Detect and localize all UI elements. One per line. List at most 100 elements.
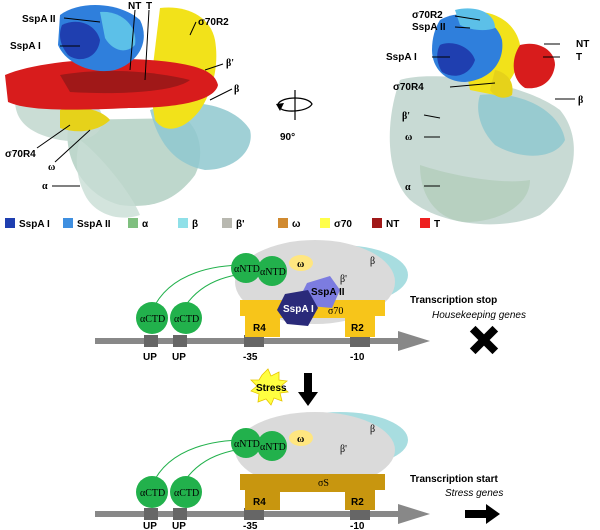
label-t-left: T <box>146 1 152 12</box>
sspa1-top <box>277 290 318 326</box>
legend: SspA I SspA II α β β' ω σ70 NT T <box>5 218 440 230</box>
omega-label-bottom: ω <box>297 434 304 445</box>
stress-burst-icon <box>250 368 289 406</box>
m35-label-top: -35 <box>243 352 258 363</box>
alpha-ntd-2-label-bottom: αNTD <box>260 442 286 453</box>
schematic-bottom-labels: αCTD αCTD αNTD αNTD ω β β' σS R4 R2 UP U… <box>140 424 503 530</box>
label-alpha-right: α <box>405 182 411 193</box>
density-dna-dark-left <box>60 70 190 94</box>
up-box-2-bottom <box>173 508 187 520</box>
density-sspa2-left <box>100 11 136 51</box>
r4-label-bottom: R4 <box>253 497 266 508</box>
legend-label-2: α <box>142 219 149 230</box>
alpha-ctd-1-bottom <box>136 476 168 508</box>
legend-label-7: NT <box>386 219 399 230</box>
alpha-ntd-2-bottom <box>257 431 287 461</box>
omega-bottom <box>289 430 313 446</box>
label-sigma-r2-left: σ70R2 <box>198 17 229 28</box>
down-arrow-shaft <box>304 373 312 393</box>
legend-label-0: SspA I <box>19 219 50 230</box>
up2-label-bottom: UP <box>172 521 186 530</box>
label-alpha-left: α <box>42 181 48 192</box>
up1-label-top: UP <box>143 352 157 363</box>
rotation-arrow-icon <box>277 97 313 112</box>
box-10-bottom <box>350 508 370 520</box>
alpha-ntd-1-top <box>231 253 261 283</box>
up-box-2-top <box>173 335 187 347</box>
beta-prime-subunit-bottom <box>235 412 395 488</box>
label-sspa1-left: SspA I <box>10 41 41 52</box>
stop-cross-icon <box>469 325 499 355</box>
alpha-ctd-1-top <box>136 302 168 334</box>
legend-label-6: σ70 <box>334 219 352 230</box>
schematic-bottom <box>95 412 430 524</box>
label-betaprime-left: β' <box>226 58 234 69</box>
sigmaS-label-bottom: σS <box>318 478 329 489</box>
sigma70-label-top: σ70 <box>328 306 343 317</box>
label-sigma-r4-right: σ70R4 <box>393 82 424 93</box>
alpha-ntd-2-label-top: αNTD <box>260 267 286 278</box>
label-sigma-r2-right: σ70R2 <box>412 10 443 21</box>
schematic-top-labels: αCTD αCTD αNTD αNTD ω β β' SspA II SspA … <box>140 256 526 363</box>
label-betaprime-right: β' <box>402 111 410 122</box>
legend-label-8: T <box>434 219 440 230</box>
schematic-top <box>95 240 430 351</box>
density-sigmar4-right <box>490 70 513 98</box>
beta-label-bottom: β <box>370 424 375 435</box>
legend-swatch-6 <box>320 218 330 228</box>
label-beta-right: β <box>578 95 583 106</box>
up2-label-top: UP <box>172 352 186 363</box>
legend-swatch-3 <box>178 218 188 228</box>
rotation-label: 90° <box>280 132 295 143</box>
structure-right <box>389 8 574 225</box>
sigma70-top <box>240 300 385 337</box>
r2-label-top: R2 <box>351 323 364 334</box>
status-sub-label-top: Housekeeping genes <box>432 310 526 321</box>
legend-swatch-4 <box>222 218 232 228</box>
density-dna-right <box>513 43 555 89</box>
legend-label-5: ω <box>292 219 301 230</box>
up-box-1-top <box>144 335 158 347</box>
legend-label-4: β' <box>236 219 244 230</box>
structure-left <box>5 4 251 218</box>
linker-1-bottom <box>151 439 246 486</box>
m10-label-bottom: -10 <box>350 521 365 530</box>
alpha-ctd-2-top <box>170 302 202 334</box>
label-sspa2-right: SspA II <box>412 22 446 33</box>
start-arrow-icon <box>465 504 500 524</box>
status-sub-label-bottom: Stress genes <box>445 488 503 499</box>
label-sigma-r4-left: σ70R4 <box>5 149 36 160</box>
legend-swatch-1 <box>63 218 73 228</box>
alpha-ntd-1-label-top: αNTD <box>234 264 260 275</box>
label-t-right: T <box>576 52 582 63</box>
label-omega-left: ω <box>48 162 55 173</box>
legend-swatch-7 <box>372 218 382 228</box>
box-10-top <box>350 335 370 347</box>
legend-swatch-5 <box>278 218 288 228</box>
alpha-ntd-1-label-bottom: αNTD <box>234 439 260 450</box>
legend-label-1: SspA II <box>77 219 111 230</box>
sspa2-label-top: SspA II <box>311 287 345 298</box>
label-nt-left: NT <box>128 1 141 12</box>
alpha-ntd-1-bottom <box>231 428 261 458</box>
alpha-ctd-2-label-bottom: αCTD <box>174 488 199 499</box>
beta-prime-label-bottom: β' <box>340 444 347 455</box>
legend-swatch-8 <box>420 218 430 228</box>
omega-top <box>289 255 313 271</box>
label-beta-left: β <box>234 84 239 95</box>
sspa1-label-top: SspA I <box>283 304 314 315</box>
density-lower-left <box>76 140 140 218</box>
r2-label-bottom: R2 <box>351 497 364 508</box>
sigmaS-bottom <box>240 474 385 510</box>
dna-arrow-bottom <box>398 504 430 524</box>
legend-label-3: β <box>192 219 198 230</box>
label-nt-right: NT <box>576 39 589 50</box>
stress-label: Stress <box>256 383 287 394</box>
beta-prime-label-top: β' <box>340 274 347 285</box>
alpha-ctd-2-label-top: αCTD <box>174 314 199 325</box>
leader-lines-right <box>423 15 575 187</box>
status-label-top: Transcription stop <box>410 295 497 306</box>
alpha-ctd-1-label-top: αCTD <box>140 314 165 325</box>
omega-label-top: ω <box>297 259 304 270</box>
box-35-top <box>244 335 264 347</box>
